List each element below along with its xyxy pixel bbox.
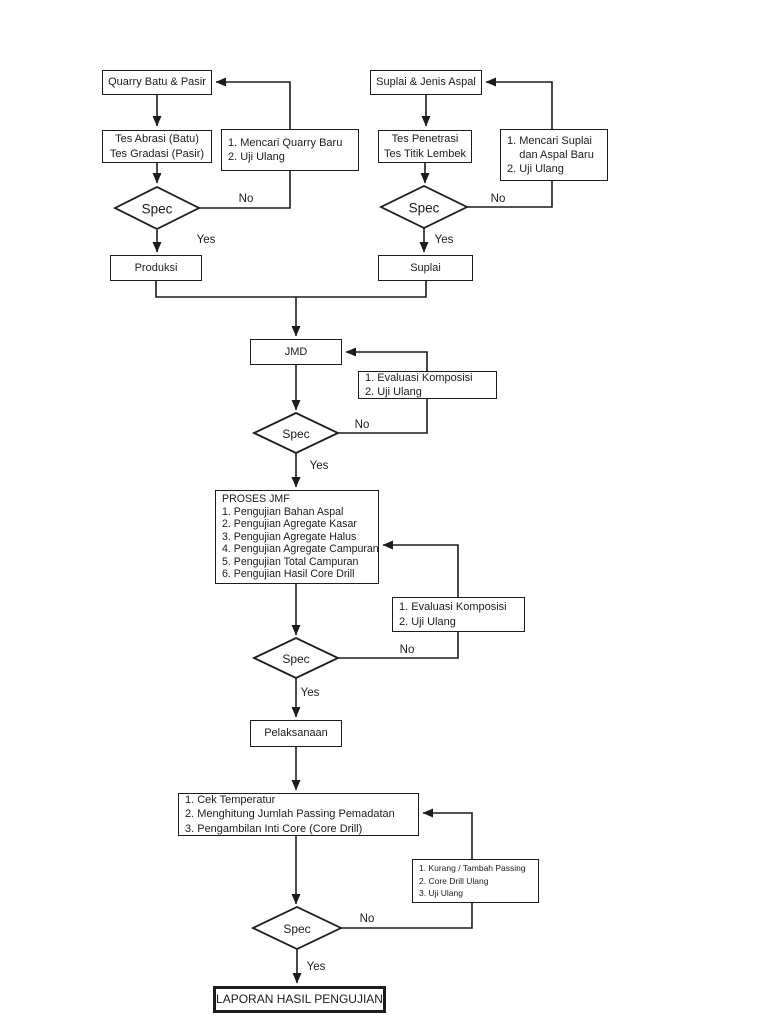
node-tes-abrasi-gradasi-label: Tes Abrasi (Batu) Tes Gradasi (Pasir) xyxy=(109,133,205,160)
edge-label-yes-1: Yes xyxy=(196,234,216,246)
node-laporan-hasil-pengujian-label: LAPORAN HASIL PENGUJIAN xyxy=(216,991,383,1006)
decision-spec-4-shape xyxy=(251,637,341,679)
decision-spec-5-label: Spec xyxy=(283,922,311,936)
node-cek-temperatur: 1. Cek Temperatur 2. Menghitung Jumlah P… xyxy=(178,793,419,836)
node-pelaksanaan-label: Pelaksanaan xyxy=(264,727,328,740)
edge-label-no-4: No xyxy=(399,644,415,656)
decision-spec-3-label: Spec xyxy=(282,427,310,441)
node-tes-abrasi-gradasi: Tes Abrasi (Batu) Tes Gradasi (Pasir) xyxy=(102,130,212,163)
edge-label-yes-3: Yes xyxy=(309,460,329,472)
connector-merge-line xyxy=(155,281,427,298)
node-produksi: Produksi xyxy=(110,255,202,281)
node-kurang-tambah-passing-label: 1. Kurang / Tambah Passing 2. Core Drill… xyxy=(419,863,526,899)
node-kurang-tambah-passing: 1. Kurang / Tambah Passing 2. Core Drill… xyxy=(412,859,539,903)
node-proses-jmf: PROSES JMF 1. Pengujian Bahan Aspal 2. P… xyxy=(215,490,379,584)
decision-spec-2-label: Spec xyxy=(408,200,440,216)
node-mencari-quarry-baru: 1. Mencari Quarry Baru 2. Uji Ulang xyxy=(221,129,359,171)
decision-spec-1-label: Spec xyxy=(141,201,173,217)
node-cek-temperatur-label: 1. Cek Temperatur 2. Menghitung Jumlah P… xyxy=(185,794,395,835)
node-tes-penetrasi-lembek: Tes Penetrasi Tes Titik Lembek xyxy=(378,130,472,163)
decision-spec-5-shape xyxy=(250,906,344,950)
node-suplai-jenis-aspal: Suplai & Jenis Aspal xyxy=(370,70,482,95)
node-mencari-quarry-baru-label: 1. Mencari Quarry Baru 2. Uji Ulang xyxy=(228,136,343,163)
edge-label-no-1: No xyxy=(238,193,254,205)
decision-spec-2-shape xyxy=(378,184,470,230)
node-suplai-jenis-aspal-label: Suplai & Jenis Aspal xyxy=(376,76,476,89)
decision-spec-1-shape xyxy=(112,185,202,231)
node-laporan-hasil-pengujian: LAPORAN HASIL PENGUJIAN xyxy=(213,986,386,1013)
node-evaluasi-komposisi-jmd-label: 1. Evaluasi Komposisi 2. Uji Ulang xyxy=(365,371,473,398)
edge-label-yes-4: Yes xyxy=(300,687,320,699)
node-quarry-batu-pasir: Quarry Batu & Pasir xyxy=(102,70,212,95)
edge-label-no-2: No xyxy=(490,193,506,205)
node-evaluasi-komposisi-jmf-label: 1. Evaluasi Komposisi 2. Uji Ulang xyxy=(399,601,507,628)
node-evaluasi-komposisi-jmf: 1. Evaluasi Komposisi 2. Uji Ulang xyxy=(392,597,525,632)
node-proses-jmf-label: PROSES JMF 1. Pengujian Bahan Aspal 2. P… xyxy=(222,493,379,581)
decision-spec-3-shape xyxy=(251,412,341,454)
node-suplai: Suplai xyxy=(378,255,473,281)
node-mencari-suplai-baru-label: 1. Mencari Suplai dan Aspal Baru 2. Uji … xyxy=(507,134,594,176)
edge-label-no-3: No xyxy=(354,419,370,431)
edge-label-no-5: No xyxy=(359,913,375,925)
node-produksi-label: Produksi xyxy=(134,261,178,274)
node-tes-penetrasi-lembek-label: Tes Penetrasi Tes Titik Lembek xyxy=(384,133,466,160)
node-pelaksanaan: Pelaksanaan xyxy=(250,720,342,747)
node-evaluasi-komposisi-jmd: 1. Evaluasi Komposisi 2. Uji Ulang xyxy=(358,371,497,399)
node-jmd-label: JMD xyxy=(284,345,308,358)
edge-label-yes-5: Yes xyxy=(306,961,326,973)
node-quarry-batu-pasir-label: Quarry Batu & Pasir xyxy=(108,76,206,89)
node-jmd: JMD xyxy=(250,339,342,365)
decision-spec-4-label: Spec xyxy=(282,652,310,666)
edge-label-yes-2: Yes xyxy=(434,234,454,246)
node-mencari-suplai-baru: 1. Mencari Suplai dan Aspal Baru 2. Uji … xyxy=(500,129,608,181)
node-suplai-label: Suplai xyxy=(410,261,441,274)
